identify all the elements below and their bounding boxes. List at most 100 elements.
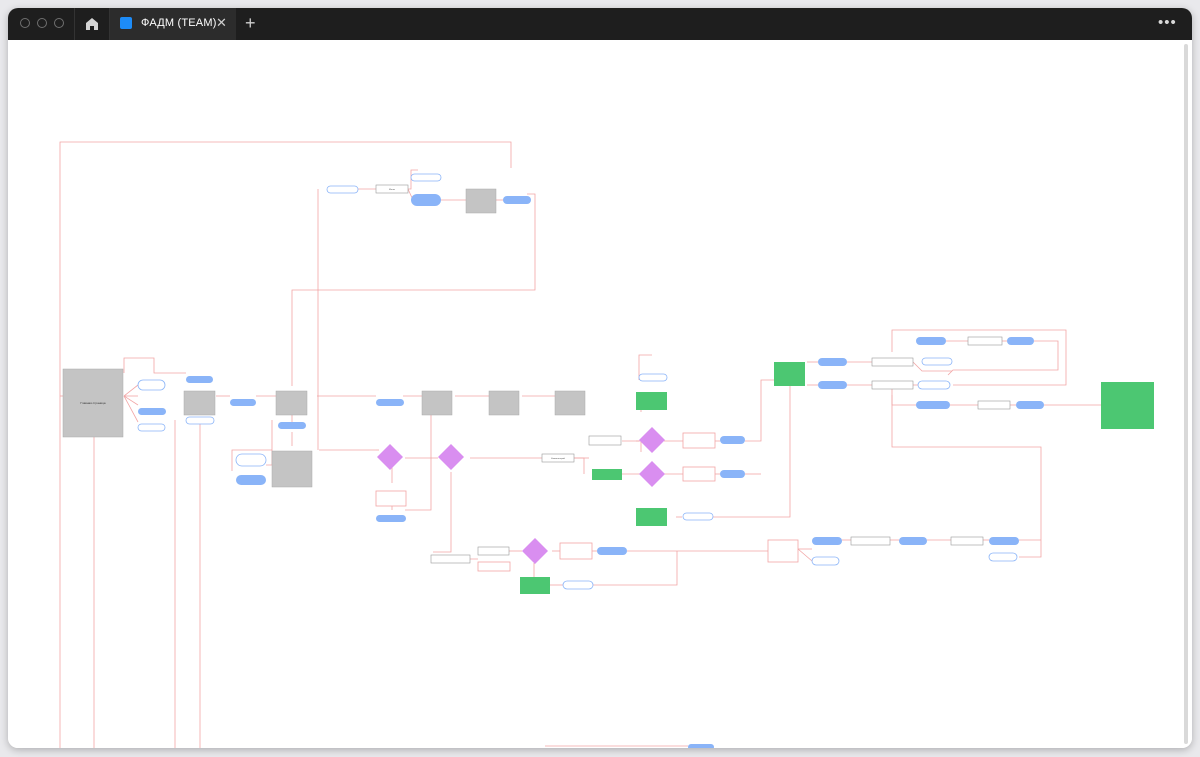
decision-diamonds [377, 427, 665, 564]
outline-pill-node[interactable] [921, 357, 953, 366]
green-screen-node[interactable] [1101, 382, 1154, 429]
close-tab-button[interactable]: ✕ [216, 15, 227, 30]
red-note-box[interactable] [559, 542, 593, 560]
text-box[interactable] [871, 357, 914, 367]
pill-node[interactable] [1016, 401, 1044, 409]
flowchart: Главная страница [59, 141, 1154, 748]
text-box[interactable] [977, 400, 1011, 410]
pill-node[interactable] [1007, 337, 1034, 345]
screen-node[interactable] [465, 188, 497, 214]
pill-node[interactable] [376, 399, 404, 406]
figjam-file-icon [120, 17, 132, 29]
green-screen-node[interactable] [520, 577, 550, 594]
red-note-box[interactable] [477, 561, 511, 572]
pill-node[interactable] [186, 376, 213, 383]
outline-pill-node[interactable] [562, 580, 594, 590]
pill-node[interactable] [720, 436, 745, 444]
pill-node[interactable] [989, 537, 1019, 545]
tab-title: ФАДМ (TEAM) [141, 17, 217, 29]
title-bar: ФАДМ (TEAM) ✕ + ••• [8, 8, 1192, 40]
screen-node[interactable] [488, 390, 520, 416]
menu-label: Меню [389, 189, 395, 191]
red-note-box[interactable] [375, 490, 407, 507]
pill-node[interactable] [278, 422, 306, 429]
outline-pills [137, 173, 1018, 590]
pill-node[interactable] [236, 475, 266, 485]
outline-pill-node[interactable] [185, 416, 215, 425]
outline-pill-node[interactable] [917, 380, 951, 390]
comment-label: Комментарий [551, 457, 566, 460]
screen-node[interactable] [421, 390, 453, 416]
blue-pills [138, 194, 1044, 748]
green-screen-node[interactable] [774, 362, 805, 386]
new-tab-button[interactable]: + [245, 13, 256, 33]
text-boxes [375, 184, 1011, 564]
pill-node[interactable] [230, 399, 256, 406]
screen-node[interactable] [275, 390, 308, 416]
more-menu-button[interactable]: ••• [1158, 14, 1177, 31]
text-box[interactable] [477, 546, 510, 556]
pill-node[interactable] [503, 196, 531, 204]
decision-node[interactable] [522, 538, 548, 564]
outline-pill-node[interactable] [410, 173, 442, 182]
pill-node[interactable] [818, 381, 847, 389]
green-screen-node[interactable] [636, 508, 667, 526]
text-box[interactable] [375, 184, 409, 194]
divider [109, 8, 110, 40]
red-note-box[interactable] [682, 432, 716, 449]
text-box[interactable] [967, 336, 1003, 346]
text-box[interactable] [541, 453, 575, 463]
outline-pill-node[interactable] [137, 379, 166, 391]
close-window-button[interactable] [20, 18, 30, 28]
outline-pill-node[interactable] [988, 552, 1018, 562]
zoom-window-button[interactable] [54, 18, 64, 28]
tab-fadm-team[interactable]: ФАДМ (TEAM) ✕ [110, 8, 236, 40]
outline-pill-node[interactable] [682, 512, 714, 521]
connectors [59, 141, 1101, 748]
main-page-screen[interactable] [62, 368, 124, 438]
text-box[interactable] [950, 536, 984, 546]
red-boxes [375, 432, 799, 572]
pill-node[interactable] [720, 470, 745, 478]
green-screens [520, 362, 1154, 594]
pill-node[interactable] [916, 401, 950, 409]
pill-node[interactable] [376, 515, 406, 522]
home-icon[interactable] [84, 16, 100, 32]
screen-node[interactable] [183, 390, 216, 416]
red-note-box[interactable] [682, 466, 716, 482]
text-box[interactable] [588, 435, 622, 446]
minimize-window-button[interactable] [37, 18, 47, 28]
pill-node[interactable] [899, 537, 927, 545]
outline-pill-node[interactable] [811, 556, 840, 566]
green-screen-node[interactable] [592, 469, 622, 480]
pill-node[interactable] [916, 337, 946, 345]
pill-node[interactable] [818, 358, 847, 366]
app-window: ФАДМ (TEAM) ✕ + ••• [8, 8, 1192, 748]
decision-node[interactable] [639, 461, 665, 487]
screen-node[interactable] [554, 390, 586, 416]
node-labels: Меню Комментарий [389, 189, 566, 460]
pill-node[interactable] [688, 744, 714, 748]
main-page-label: Главная страница [80, 401, 106, 405]
text-box[interactable] [430, 554, 471, 564]
pill-node[interactable] [812, 537, 842, 545]
outline-pill-node[interactable] [137, 423, 166, 432]
gray-screens: Главная страница [62, 188, 586, 488]
decision-node[interactable] [438, 444, 464, 470]
outline-pill-node[interactable] [638, 373, 668, 382]
decision-node[interactable] [377, 444, 403, 470]
decision-node[interactable] [639, 427, 665, 453]
canvas[interactable]: Главная страница [8, 40, 1192, 748]
pill-node[interactable] [411, 194, 441, 206]
outline-pill-node[interactable] [235, 453, 267, 467]
red-note-box[interactable] [767, 539, 799, 563]
green-screen-node[interactable] [636, 392, 667, 410]
screen-node[interactable] [271, 450, 313, 488]
outline-pill-node[interactable] [326, 185, 359, 194]
pill-node[interactable] [597, 547, 627, 555]
text-box[interactable] [871, 380, 914, 390]
text-box[interactable] [850, 536, 891, 546]
pill-node[interactable] [138, 408, 166, 415]
divider [74, 8, 75, 40]
scrollbar-thumb[interactable] [1184, 44, 1188, 744]
